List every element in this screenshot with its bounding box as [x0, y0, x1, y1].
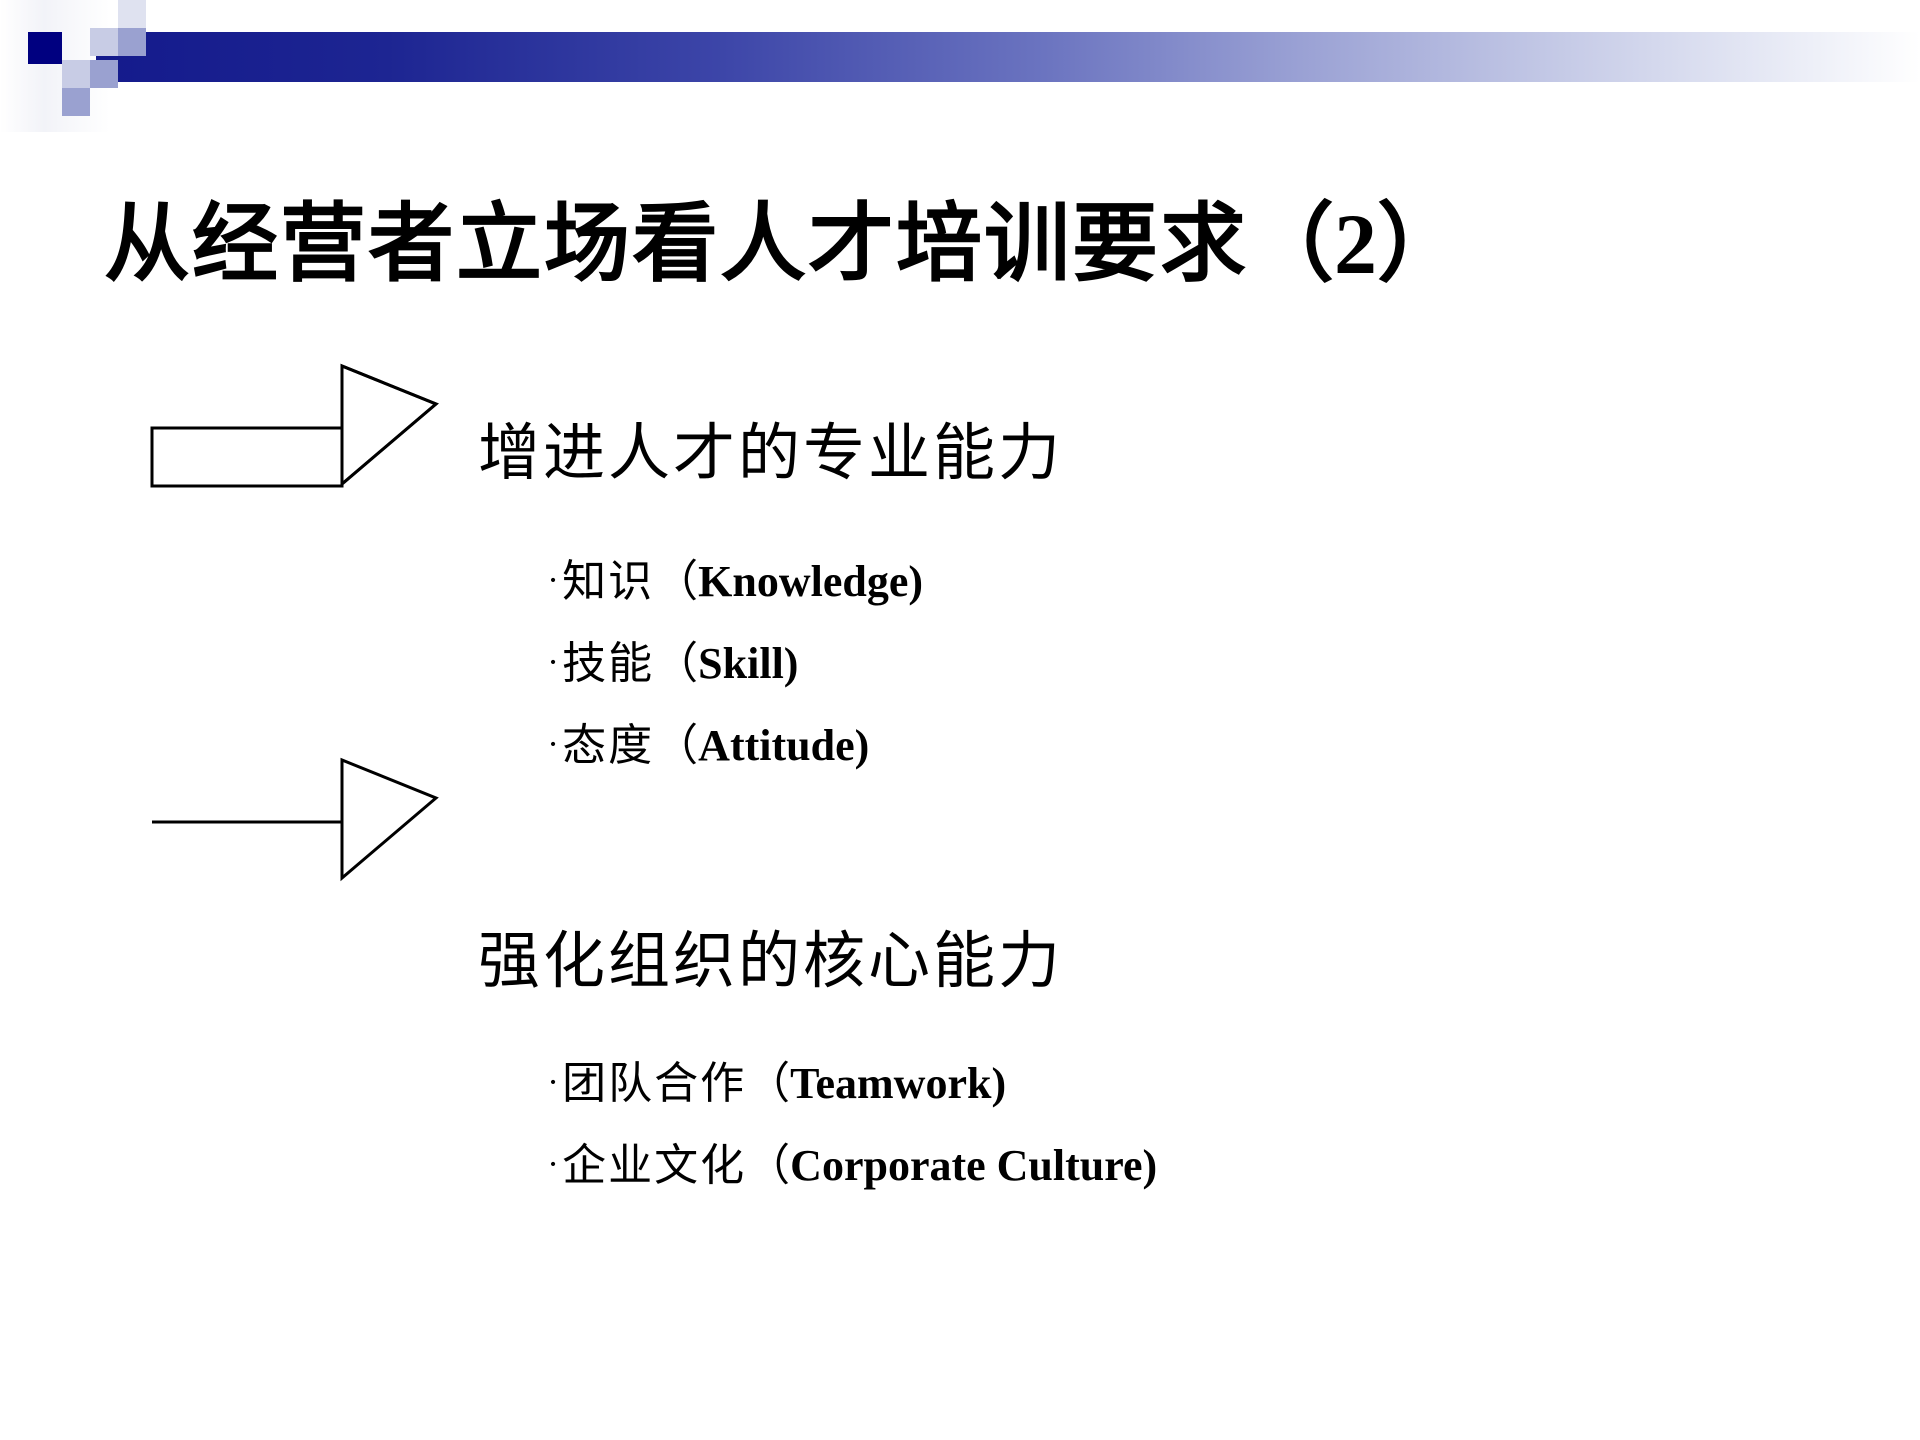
block-arrow-right-2	[150, 712, 440, 882]
header-square-mid-b	[90, 60, 118, 88]
header-square-light-b	[90, 28, 118, 56]
bullet-dot: ·	[548, 724, 559, 763]
slide-title: 从经营者立场看人才培训要求（2）	[104, 192, 1804, 294]
bullet-rparen: )	[1142, 1141, 1158, 1190]
section-1: 增进人才的专业能力	[478, 420, 1063, 485]
header-decoration	[0, 0, 1920, 132]
header-square-navy	[28, 32, 62, 64]
list-item: ·技能（Skill)	[548, 642, 923, 686]
bullet-label-en: Corporate Culture	[790, 1141, 1143, 1190]
bullet-lparen: （	[654, 556, 699, 607]
bullet-label-cjk: 团队合作	[562, 1058, 747, 1109]
bullet-list-1: ·知识（Knowledge) ·技能（Skill) ·态度（Attitude)	[548, 560, 923, 768]
slide-title-suffix: （2）	[1248, 195, 1463, 292]
section-1-heading: 增进人才的专业能力	[478, 416, 1064, 489]
header-gradient-band	[96, 32, 1920, 82]
bullet-dot: ·	[548, 1144, 559, 1183]
bullet-rparen: )	[854, 721, 870, 770]
bullet-rparen: )	[783, 639, 799, 688]
header-square-pale-a	[118, 0, 146, 28]
bullet-label-en: Attitude	[698, 721, 855, 770]
list-item: ·知识（Knowledge)	[548, 560, 923, 604]
section-2-bullets: ·团队合作（Teamwork) ·企业文化（Corporate Culture)	[548, 1062, 1157, 1188]
bullet-lparen: （	[746, 1140, 791, 1191]
bullet-label-cjk: 知识	[562, 556, 655, 607]
list-item: ·团队合作（Teamwork)	[548, 1062, 1157, 1106]
header-square-mid-c	[62, 88, 90, 116]
header-square-light-c	[62, 60, 90, 88]
bullet-dot: ·	[548, 1062, 559, 1101]
bullet-dot: ·	[548, 642, 559, 681]
header-square-mid-a	[118, 28, 146, 56]
bullet-label-en: Skill	[698, 639, 784, 688]
bullet-rparen: )	[908, 557, 924, 606]
section-1-bullets: ·知识（Knowledge) ·技能（Skill) ·态度（Attitude)	[548, 560, 923, 768]
block-arrow-right-1	[150, 318, 440, 488]
bullet-list-2: ·团队合作（Teamwork) ·企业文化（Corporate Culture)	[548, 1062, 1157, 1188]
slide-title-cjk: 从经营者立场看人才培训要求	[104, 192, 1248, 294]
bullet-label-en: Knowledge	[698, 557, 909, 606]
section-2: 强化组织的核心能力	[478, 928, 1063, 993]
bullet-dot: ·	[548, 560, 559, 599]
section-2-heading: 强化组织的核心能力	[478, 924, 1064, 997]
bullet-label-en: Teamwork	[790, 1059, 992, 1108]
bullet-label-cjk: 企业文化	[562, 1140, 747, 1191]
bullet-label-cjk: 态度	[562, 720, 655, 771]
bullet-lparen: （	[746, 1058, 791, 1109]
list-item: ·态度（Attitude)	[548, 724, 923, 768]
bullet-lparen: （	[654, 638, 699, 689]
bullet-lparen: （	[654, 720, 699, 771]
list-item: ·企业文化（Corporate Culture)	[548, 1144, 1157, 1188]
bullet-rparen: )	[991, 1059, 1007, 1108]
bullet-label-cjk: 技能	[562, 638, 655, 689]
